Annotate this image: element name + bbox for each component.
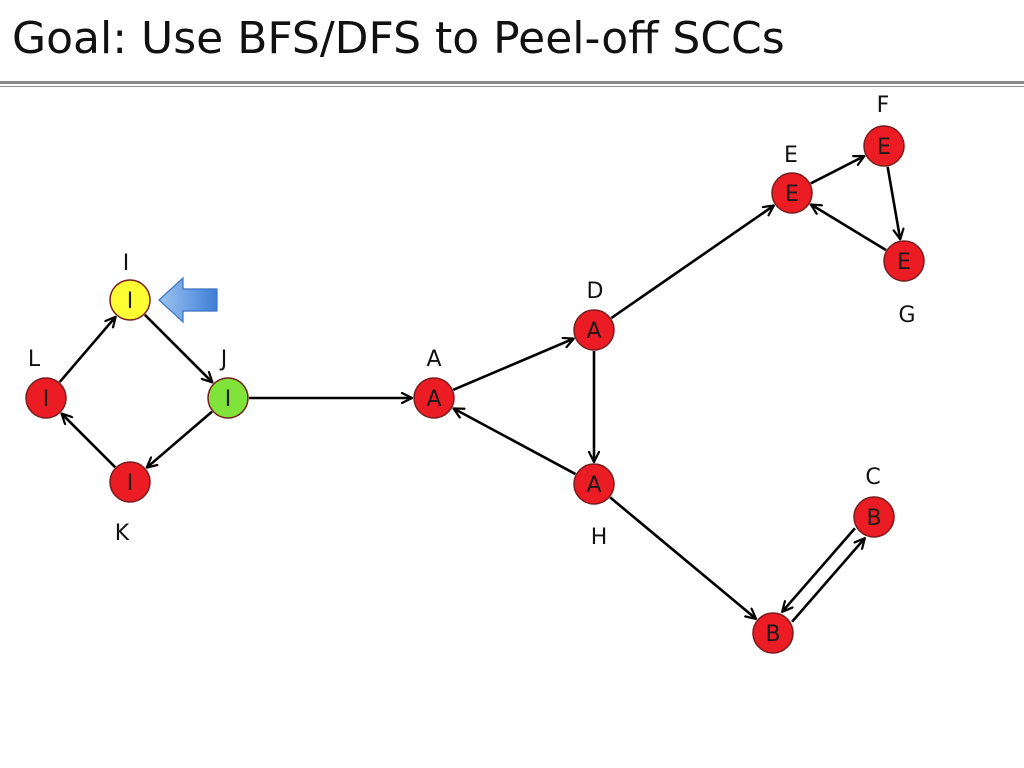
node-C-circle [853,496,895,538]
node-L-circle [25,377,67,419]
node-F: E [863,125,905,167]
node-D-scc-label: A [586,319,601,344]
title-divider [0,81,1024,84]
node-A: A [413,377,455,419]
vertex-name-H: H [591,525,608,550]
node-H-circle [573,463,615,505]
edge-L-I [58,317,116,383]
node-C: B [853,496,895,538]
edge-C-B [782,527,856,612]
node-K-circle [109,461,151,503]
edge-F-G [886,166,901,240]
node-J-circle [207,377,249,419]
node-B-circle [752,612,794,654]
vertex-name-D: D [587,279,604,304]
vertex-name-I: I [123,251,130,276]
vertex-name-E: E [784,143,798,168]
edge-D-E [610,206,774,320]
node-J-scc-label: I [225,387,232,412]
node-A-circle [413,377,455,419]
node-A-scc-label: A [426,387,441,412]
edge-H-A [453,407,577,476]
node-E-circle [771,172,813,214]
node-B: B [752,612,794,654]
node-I-scc-label: I [127,289,134,314]
vertex-name-K: K [115,521,130,546]
node-G-circle [883,240,925,282]
node-L: I [25,377,67,419]
node-C-scc-label: B [866,506,881,531]
slide-title: Goal: Use BFS/DFS to Peel-off SCCs [12,13,785,64]
vertex-name-C: C [865,465,880,490]
edge-A-D [452,339,573,391]
left-arrow-icon [158,276,218,324]
title-divider-thin [0,86,1024,87]
vertex-name-J: J [219,347,228,372]
node-J: I [207,377,249,419]
edge-K-L [62,414,117,469]
node-E-scc-label: E [785,182,799,207]
node-D-circle [573,309,615,351]
node-H: A [573,463,615,505]
node-K: I [109,461,151,503]
node-I-circle [109,279,151,321]
edge-B-C [791,538,865,623]
node-E: E [771,172,813,214]
node-G: E [883,240,925,282]
node-I: I [109,279,151,321]
node-G-scc-label: E [897,250,911,275]
edge-E-F [810,154,865,185]
edge-H-B [609,496,756,618]
node-F-scc-label: E [877,135,891,160]
edge-G-E [811,203,887,252]
node-F-circle [863,125,905,167]
node-K-scc-label: I [127,471,134,496]
node-B-scc-label: B [765,622,780,647]
vertex-name-A: A [426,347,441,372]
edge-J-K [147,410,213,468]
edge-I-J [143,313,213,383]
node-L-scc-label: I [43,387,50,412]
vertex-name-G: G [898,303,915,328]
vertex-name-F: F [877,93,890,118]
node-D: A [573,309,615,351]
node-H-scc-label: A [586,473,601,498]
vertex-name-L: L [28,347,41,372]
